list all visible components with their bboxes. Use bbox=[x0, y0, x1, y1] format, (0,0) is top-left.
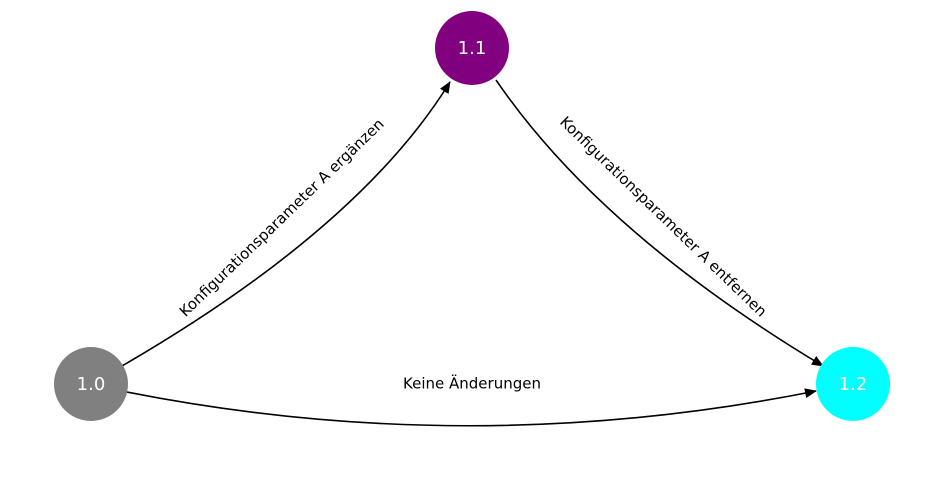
node-1-2-circle bbox=[816, 347, 890, 421]
node-1-2-label: 1.2 bbox=[839, 374, 868, 395]
node-1-1-circle bbox=[435, 11, 509, 85]
edge-remove-param-arrow bbox=[495, 79, 824, 367]
edge-add-param-label: Konfigurationsparameter A ergänzen bbox=[176, 115, 388, 320]
node-1-2: 1.2 bbox=[816, 347, 890, 421]
node-1-1: 1.1 bbox=[435, 11, 509, 85]
edge-no-change-arrow bbox=[126, 388, 817, 427]
node-1-0: 1.0 bbox=[54, 347, 128, 421]
edge-remove-param-label: Konfigurationsparameter A entfernen bbox=[556, 113, 770, 321]
node-1-0-circle bbox=[54, 347, 128, 421]
edge-add-param-arrow bbox=[121, 81, 451, 367]
node-1-0-label: 1.0 bbox=[77, 374, 106, 395]
node-1-1-label: 1.1 bbox=[458, 38, 487, 59]
edge-no-change-label: Keine Änderungen bbox=[403, 374, 541, 393]
